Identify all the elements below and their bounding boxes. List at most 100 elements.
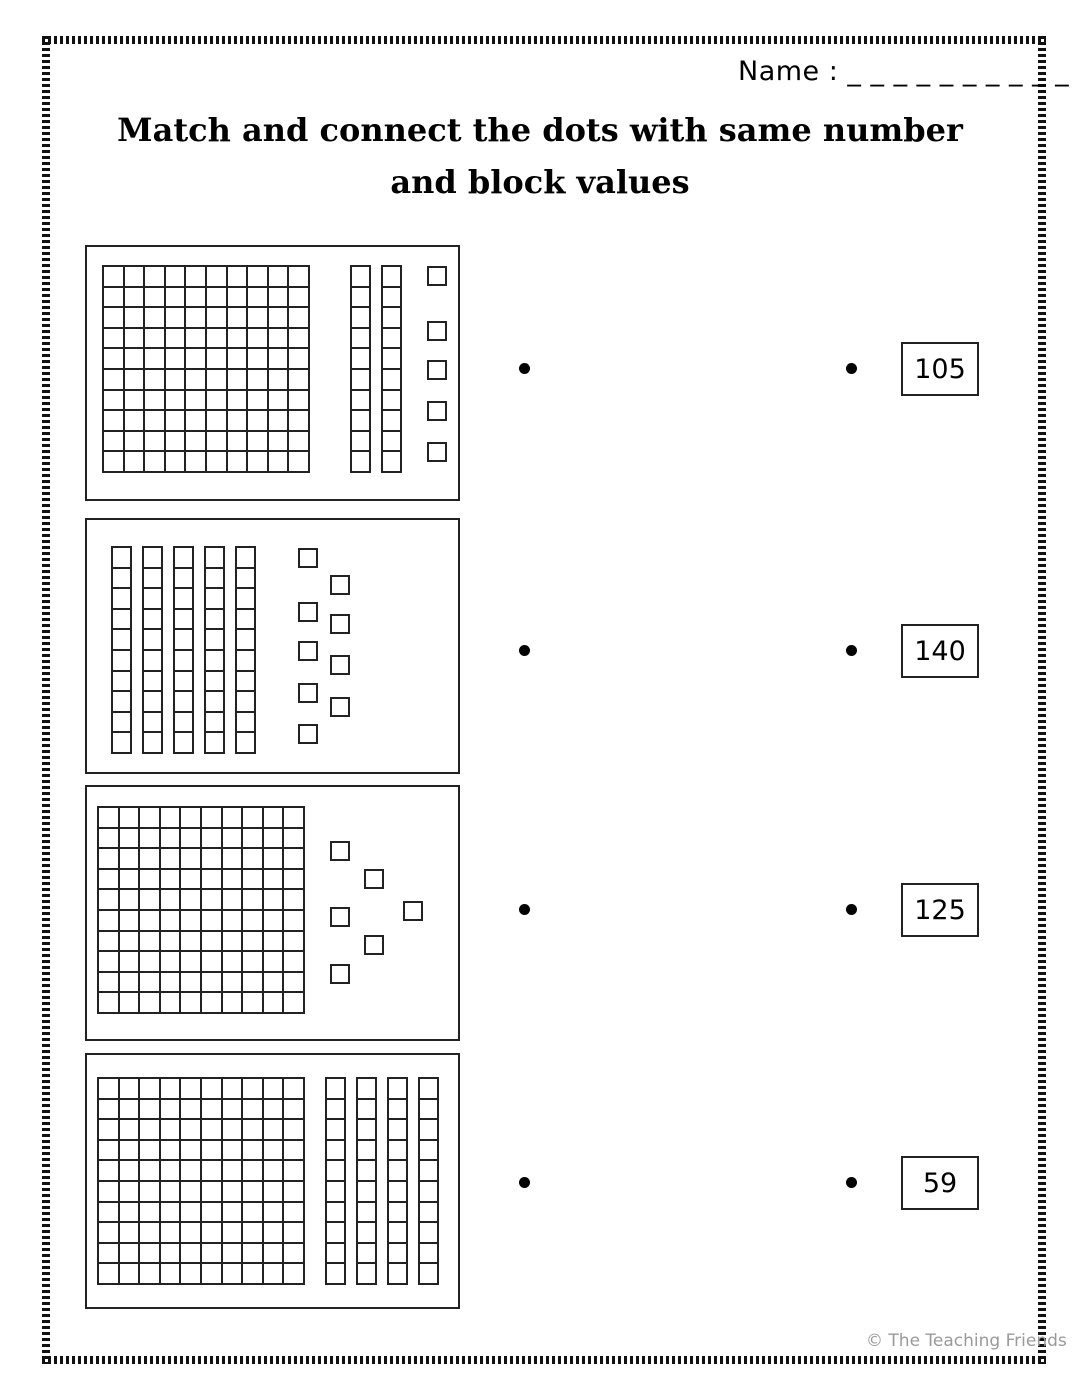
page-border-bottom	[42, 1356, 1046, 1364]
grid-cell	[98, 910, 119, 931]
grid-cell	[201, 1201, 222, 1223]
grid-cell	[242, 1201, 263, 1223]
left-dot-4[interactable]	[519, 1177, 530, 1188]
rod-cell	[326, 1263, 345, 1284]
block-set-3	[85, 785, 460, 1041]
one-cube	[427, 442, 447, 462]
block-set-4	[85, 1053, 460, 1309]
rod-cell	[326, 1181, 345, 1202]
grid-cell	[221, 1078, 243, 1099]
rod-cell	[419, 1242, 438, 1264]
grid-cell	[103, 266, 124, 287]
rod-cell	[357, 1222, 376, 1243]
left-dot-2[interactable]	[519, 645, 530, 656]
rod-cell	[236, 650, 255, 671]
rod-cell	[419, 1139, 438, 1161]
grid-cell	[262, 807, 284, 828]
right-dot-4[interactable]	[846, 1177, 857, 1188]
grid-cell	[164, 369, 186, 390]
grid-cell	[180, 1139, 201, 1161]
left-dot-1[interactable]	[519, 363, 530, 374]
grid-cell	[221, 1242, 243, 1264]
grid-cell	[283, 868, 304, 890]
grid-cell	[206, 348, 227, 369]
grid-cell	[283, 930, 304, 952]
page-border-right	[1038, 36, 1046, 1364]
rod-cell	[326, 1201, 345, 1223]
grid-cell	[247, 369, 268, 390]
grid-cell	[283, 1119, 304, 1140]
rod-cell	[388, 1242, 407, 1264]
right-dot-1[interactable]	[846, 363, 857, 374]
one-cube	[298, 602, 318, 622]
grid-cell	[185, 307, 206, 328]
page-border-top	[42, 36, 1046, 44]
grid-cell	[283, 910, 304, 931]
rod-cell	[382, 389, 401, 411]
grid-cell	[242, 1119, 263, 1140]
grid-cell	[267, 451, 289, 472]
grid-cell	[242, 971, 263, 993]
rod-cell	[205, 691, 224, 712]
rod-cell	[419, 1119, 438, 1140]
grid-cell	[221, 951, 243, 972]
grid-cell	[139, 1242, 160, 1264]
rod-cell	[205, 567, 224, 589]
left-dot-3[interactable]	[519, 904, 530, 915]
rod-cell	[357, 1263, 376, 1284]
grid-cell	[283, 951, 304, 972]
grid-cell	[201, 930, 222, 952]
rod-cell	[236, 732, 255, 753]
rod-cell	[205, 732, 224, 753]
grid-cell	[221, 1119, 243, 1140]
grid-cell	[201, 1078, 222, 1099]
grid-cell	[98, 1160, 119, 1181]
rod-cell	[236, 711, 255, 733]
right-dot-3[interactable]	[846, 904, 857, 915]
rod-cell	[388, 1201, 407, 1223]
grid-cell	[247, 327, 268, 349]
grid-cell	[201, 992, 222, 1013]
rod-cell	[419, 1201, 438, 1223]
rod-cell	[143, 711, 162, 733]
grid-cell	[242, 1263, 263, 1284]
grid-cell	[283, 889, 304, 910]
rod-cell	[174, 732, 193, 753]
rod-cell	[174, 670, 193, 692]
grid-cell	[242, 992, 263, 1013]
name-field[interactable]: Name : _ _ _ _ _ _ _ _ _ _	[738, 56, 1070, 87]
right-dot-2[interactable]	[846, 645, 857, 656]
rod-cell	[112, 588, 131, 609]
grid-cell	[288, 430, 309, 452]
grid-cell	[247, 389, 268, 411]
grid-cell	[118, 951, 140, 972]
grid-cell	[283, 1139, 304, 1161]
grid-cell	[123, 327, 145, 349]
grid-cell	[139, 889, 160, 910]
title-line-2: and block values	[390, 163, 690, 201]
grid-cell	[242, 930, 263, 952]
grid-cell	[283, 1078, 304, 1099]
rod-cell	[326, 1160, 345, 1181]
rod-cell	[326, 1119, 345, 1140]
grid-cell	[139, 1098, 160, 1120]
rod-cell	[382, 327, 401, 349]
grid-cell	[123, 286, 145, 308]
rod-cell	[388, 1181, 407, 1202]
grid-cell	[201, 1181, 222, 1202]
grid-cell	[262, 971, 284, 993]
grid-cell	[283, 1242, 304, 1264]
grid-cell	[201, 971, 222, 993]
grid-cell	[164, 410, 186, 431]
grid-cell	[118, 1181, 140, 1202]
grid-cell	[283, 1181, 304, 1202]
grid-cell	[159, 1139, 181, 1161]
rod-cell	[236, 670, 255, 692]
grid-cell	[118, 848, 140, 869]
grid-cell	[159, 1098, 181, 1120]
hundred-block	[102, 265, 310, 473]
rod-cell	[357, 1181, 376, 1202]
rod-cell	[205, 608, 224, 630]
rod-cell	[112, 608, 131, 630]
grid-cell	[262, 1263, 284, 1284]
